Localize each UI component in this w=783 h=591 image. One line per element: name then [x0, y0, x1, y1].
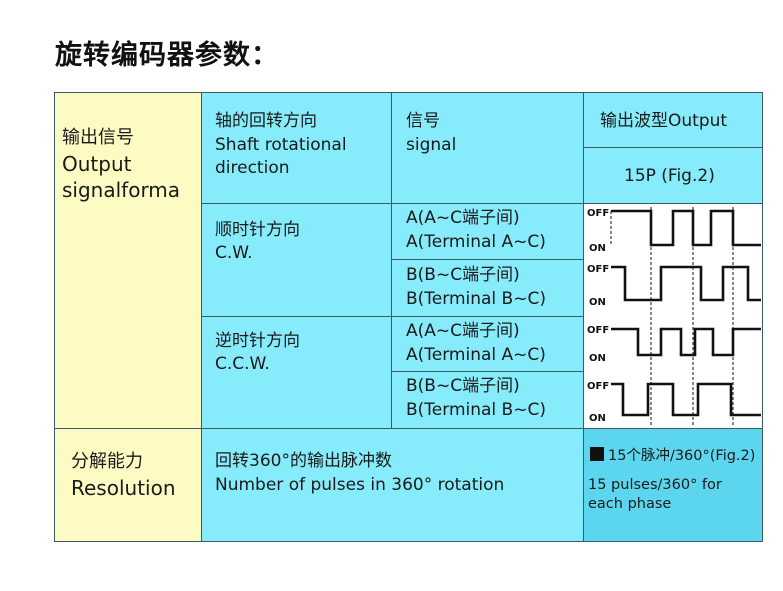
wave-on-label-2: ON	[589, 297, 606, 308]
wave-off-label-3: OFF	[587, 325, 609, 336]
ccw-direction-cell: 逆时针方向 C.C.W.	[201, 316, 392, 429]
ccw-label-cn: 逆时针方向	[215, 331, 300, 351]
wave-off-label-2: OFF	[587, 264, 609, 275]
signal-header-cn: 信号	[406, 111, 440, 131]
cw-label-en: C.W.	[215, 243, 253, 263]
resolution-value-cn-row: 15个脉冲/360°(Fig.2)	[590, 447, 755, 465]
resolution-value-cn: 15个脉冲/360°(Fig.2)	[608, 448, 756, 464]
wave-on-label-4: ON	[589, 413, 606, 424]
waveform-header: 输出波型Output	[583, 92, 763, 148]
square-bullet-icon	[590, 447, 604, 461]
signal-ccw-b-cn: B(B~C端子间)	[406, 376, 520, 396]
resolution-label-cn: 分解能力	[71, 451, 143, 472]
signal-cw-b-cn: B(B~C端子间)	[406, 265, 520, 285]
pulses-header-text: 15P (Fig.2)	[624, 166, 715, 186]
waveform-panel: OFF ON OFF ON OFF ON OFF ON	[583, 203, 763, 429]
resolution-value-en1: 15 pulses/360° for	[588, 477, 722, 493]
shaft-direction-en2: direction	[215, 158, 290, 178]
waveform-ccw-b	[611, 382, 761, 417]
resolution-desc-cn: 回转360°的输出脉冲数	[215, 451, 392, 471]
signal-cw-b-en: B(Terminal B~C)	[406, 289, 546, 309]
wave-on-label-1: ON	[589, 243, 606, 254]
waveform-ccw-a	[611, 327, 761, 357]
shaft-direction-en1: Shaft rotational	[215, 135, 347, 155]
resolution-label-en: Resolution	[71, 476, 176, 500]
signal-header-en: signal	[406, 135, 457, 155]
signal-cell-ccw-a: A(A~C端子间) A(Terminal A~C)	[391, 316, 584, 372]
waveform-header-text: 输出波型Output	[600, 111, 728, 131]
waveform-cw-a	[611, 209, 761, 247]
signal-ccw-a-en: A(Terminal A~C)	[406, 345, 546, 365]
wave-off-label-4: OFF	[587, 381, 609, 392]
output-signal-label-en2: signalforma	[62, 178, 181, 202]
signal-cell-ccw-b: B(B~C端子间) B(Terminal B~C)	[391, 371, 584, 429]
signal-cw-a-cn: A(A~C端子间)	[406, 208, 520, 228]
waveform-cw-b	[611, 265, 761, 302]
wave-off-label-1: OFF	[587, 208, 609, 219]
resolution-value-en2: each phase	[588, 496, 672, 512]
signal-cell-cw-b: B(B~C端子间) B(Terminal B~C)	[391, 259, 584, 317]
signal-header: 信号 signal	[391, 92, 584, 204]
waveform-diagram: OFF ON OFF ON OFF ON OFF ON	[587, 207, 761, 426]
shaft-direction-cn: 轴的回转方向	[215, 111, 317, 131]
cw-direction-cell: 顺时针方向 C.W.	[201, 203, 392, 317]
ccw-label-en: C.C.W.	[215, 354, 270, 374]
signal-ccw-b-en: B(Terminal B~C)	[406, 400, 546, 420]
output-signal-label-cn: 输出信号	[62, 127, 134, 148]
resolution-cell: 分解能力 Resolution	[54, 428, 202, 542]
shaft-direction-header: 轴的回转方向 Shaft rotational direction	[201, 92, 392, 204]
resolution-desc-en: Number of pulses in 360° rotation	[215, 475, 505, 495]
pulses-header: 15P (Fig.2)	[583, 147, 763, 204]
page-title: 旋转编码器参数：	[55, 40, 279, 71]
signal-cw-a-en: A(Terminal A~C)	[406, 232, 546, 252]
signal-ccw-a-cn: A(A~C端子间)	[406, 321, 520, 341]
signal-cell-cw-a: A(A~C端子间) A(Terminal A~C)	[391, 203, 584, 260]
output-signal-cell: 输出信号 Output signalforma	[54, 92, 202, 429]
resolution-value-cell: 15个脉冲/360°(Fig.2) 15 pulses/360° for eac…	[583, 428, 763, 542]
cw-label-cn: 顺时针方向	[215, 220, 300, 240]
output-signal-label-en1: Output	[62, 152, 132, 176]
resolution-desc-cell: 回转360°的输出脉冲数 Number of pulses in 360° ro…	[201, 428, 584, 542]
wave-on-label-3: ON	[589, 353, 606, 364]
